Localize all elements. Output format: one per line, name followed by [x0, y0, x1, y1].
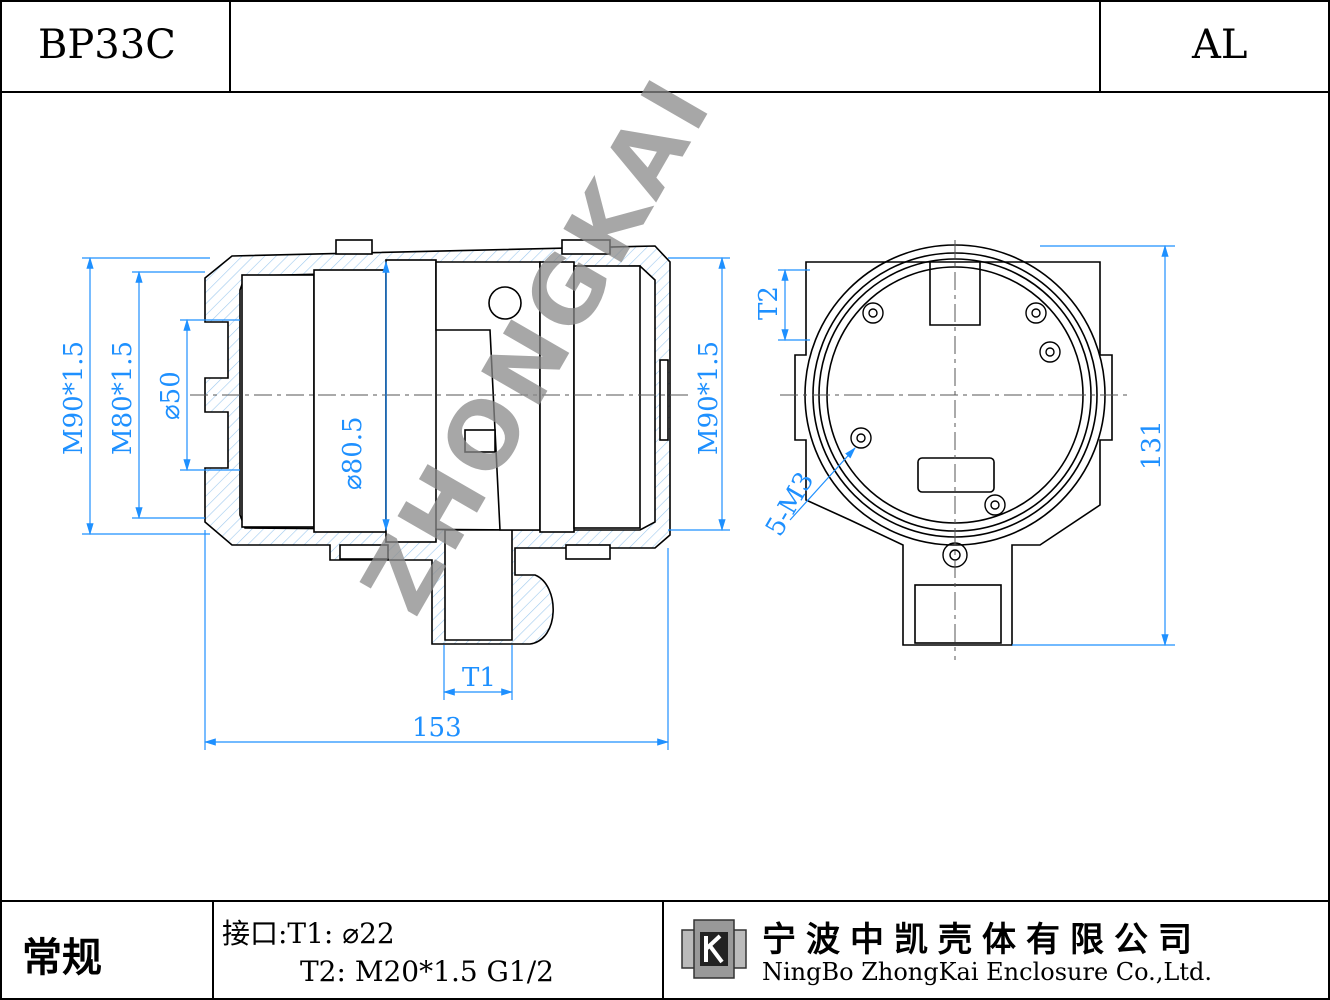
- header-divider: [0, 91, 1330, 93]
- material-label: AL: [1192, 22, 1248, 68]
- left-cover-inner: [313, 269, 387, 533]
- footer-divider: [0, 900, 1330, 902]
- right-cover-outer: [573, 265, 641, 529]
- dim-d80-5: ⌀80.5: [338, 416, 368, 490]
- dim-m80: M80*1.5: [108, 341, 138, 455]
- company-name-en: NingBo ZhongKai Enclosure Co.,Ltd.: [762, 958, 1212, 986]
- section-view: [204, 239, 671, 645]
- dim-131: 131: [1137, 420, 1167, 470]
- partition-slot: [464, 429, 496, 453]
- insert-block: [385, 259, 437, 543]
- partition-hole: [488, 286, 522, 320]
- right-cover-inner: [539, 261, 575, 533]
- label-plate: [917, 457, 995, 493]
- bolt-bottom-right: [565, 544, 611, 560]
- conduit-inner: [914, 584, 1002, 644]
- front-view: [794, 244, 1113, 646]
- bolt-top-right: [561, 239, 611, 255]
- bolt-bottom-left: [339, 544, 389, 560]
- dim-m90-right: M90*1.5: [694, 341, 724, 455]
- dim-t1: T1: [462, 663, 496, 693]
- model-label: BP33C: [38, 22, 176, 68]
- side-stub: [659, 359, 669, 441]
- ports-line-2: T2: M20*1.5 G1/2: [300, 955, 554, 988]
- dimension-lines: [82, 244, 1175, 750]
- dim-t2: T2: [754, 286, 784, 320]
- dim-m90-left: M90*1.5: [59, 341, 89, 455]
- left-cover-outer: [241, 274, 315, 528]
- company-name-cn: 宁波中凯壳体有限公司: [762, 920, 1202, 960]
- ports-line-1: 接口:T1: ⌀22: [222, 917, 395, 950]
- dim-5-m3: 5-M3: [760, 467, 820, 541]
- company-logo: [681, 919, 747, 979]
- category-label: 常规: [22, 935, 102, 981]
- dim-d50: ⌀50: [156, 371, 186, 420]
- footer-sep-2: [662, 900, 664, 1000]
- top-boss: [929, 262, 981, 326]
- footer-sep-1: [212, 900, 214, 1000]
- dim-153: 153: [412, 713, 462, 743]
- bolt-top-left: [335, 239, 373, 255]
